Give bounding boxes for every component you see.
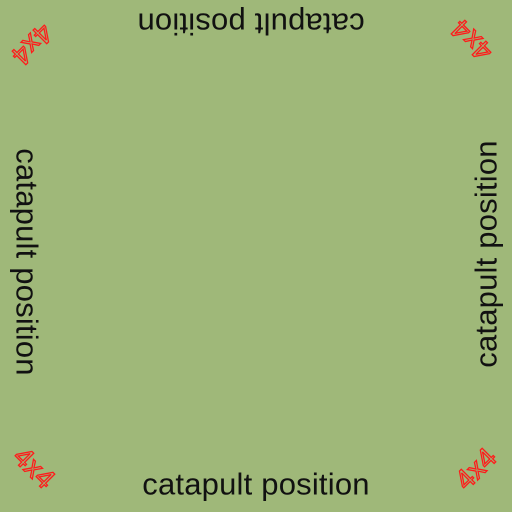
- catapult-position-label-left: catapult position: [9, 148, 45, 376]
- corner-label-bottom-right: 4x4: [448, 441, 503, 496]
- corner-label-top-right: 4x4: [444, 13, 499, 68]
- catapult-position-label-top: catapult position: [137, 6, 365, 42]
- corner-label-top-left: 4x4: [5, 17, 60, 72]
- catapult-position-label-right: catapult position: [468, 140, 504, 368]
- catapult-position-label-bottom: catapult position: [142, 466, 370, 502]
- corner-label-bottom-left: 4x4: [7, 440, 62, 495]
